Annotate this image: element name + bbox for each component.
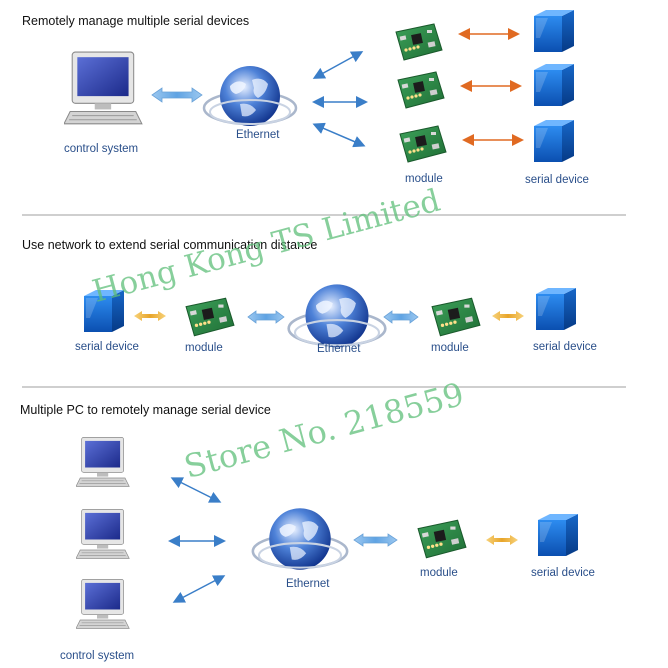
ethernet-label: Ethernet [236, 129, 280, 141]
cube-icon [534, 64, 574, 106]
section-1-heading: Remotely manage multiple serial devices [22, 14, 250, 28]
cube-icon [536, 288, 576, 330]
computer-icon [76, 579, 130, 629]
control-system-label: control system [64, 143, 139, 155]
serial-link-icon [486, 535, 518, 545]
module-label: module [185, 342, 223, 354]
double-arrow-icon [247, 310, 285, 324]
globe-icon [287, 283, 387, 349]
serial-link-arrows [458, 28, 524, 146]
globe-icon [202, 64, 298, 128]
double-arrow-icon [383, 310, 419, 324]
cube-icon [534, 120, 574, 162]
ethernet-label: Ethernet [317, 343, 361, 355]
computer-icon [76, 509, 130, 559]
section-divider-1 [22, 214, 626, 216]
cube-icon [534, 10, 574, 52]
link-arrows [168, 477, 226, 603]
module-label: module [431, 342, 469, 354]
module-label: module [420, 567, 458, 579]
double-arrow-icon [353, 533, 398, 547]
double-arrow-icon [151, 87, 203, 103]
serial-link-icon [492, 311, 524, 321]
link-arrows [312, 51, 368, 148]
serial-link-icon [134, 311, 166, 321]
module-icon [399, 125, 447, 163]
serial-device-label: serial device [525, 174, 589, 186]
globe-icon [251, 506, 349, 572]
serial-device-label: serial device [75, 341, 139, 353]
module-icon [417, 519, 467, 559]
control-system-label: control system [60, 650, 135, 662]
cube-icon [538, 514, 578, 556]
section-3-heading: Multiple PC to remotely manage serial de… [20, 403, 271, 417]
serial-device-label: serial device [533, 341, 597, 353]
ethernet-label: Ethernet [286, 578, 330, 590]
computer-icon [64, 51, 143, 125]
module-label: module [405, 173, 443, 185]
module-icon [431, 297, 481, 337]
computer-icon [76, 437, 130, 487]
module-icon [395, 23, 443, 61]
module-icon [397, 71, 445, 109]
section-2-heading: Use network to extend serial communicati… [22, 238, 318, 252]
serial-device-label: serial device [531, 567, 595, 579]
module-icon [185, 297, 235, 337]
section-divider-2 [22, 386, 626, 388]
